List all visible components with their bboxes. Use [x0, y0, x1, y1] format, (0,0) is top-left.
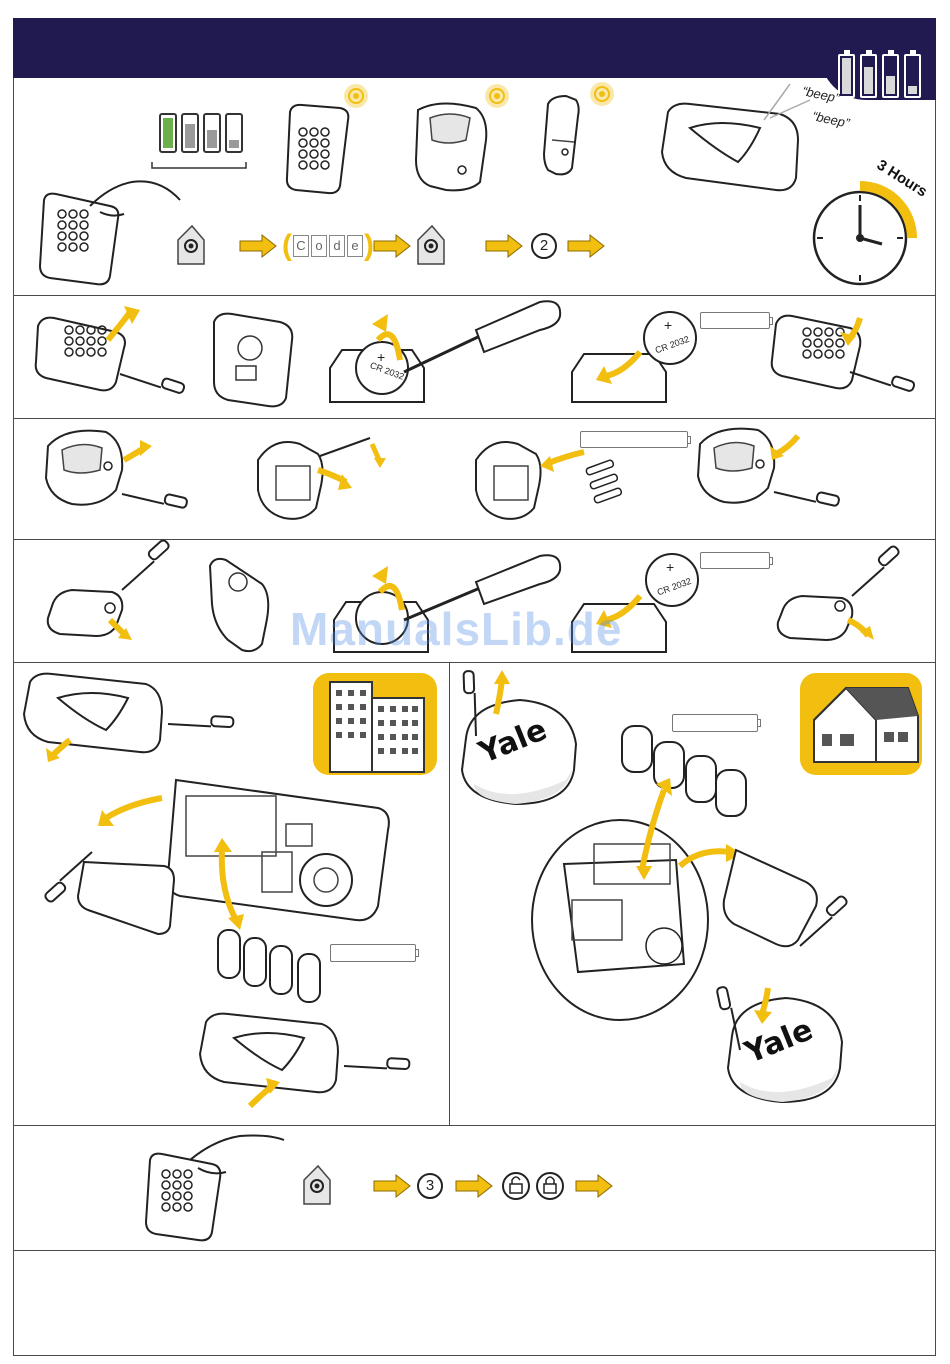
door-contact-icon — [48, 538, 179, 640]
panel-open-icon — [168, 780, 389, 920]
aa-battery-icon — [585, 459, 622, 503]
pir-open-icon — [258, 438, 386, 519]
code-char: d — [329, 235, 345, 257]
screwdriver-icon — [404, 301, 560, 372]
siren-open-icon — [532, 820, 708, 1020]
code-char: o — [311, 235, 327, 257]
step-number: 3 — [417, 1173, 443, 1199]
code-char: C — [293, 235, 309, 257]
bracket-right: ) — [364, 232, 374, 260]
screwdriver-icon — [120, 348, 188, 413]
battery-row-icon — [152, 114, 246, 168]
clock-icon — [814, 186, 912, 284]
keypad-icon — [40, 181, 180, 284]
tag-icon — [178, 226, 204, 264]
screwdriver-icon — [344, 1035, 413, 1091]
code-char: e — [347, 235, 363, 257]
arrow-icon — [374, 235, 410, 257]
keypad-icon — [287, 84, 368, 193]
svg-text:+: + — [377, 349, 385, 365]
alarm-panel-icon — [200, 1014, 413, 1106]
screwdriver-icon — [840, 544, 908, 596]
screwdriver-icon — [168, 693, 237, 749]
step-number: 2 — [531, 233, 557, 259]
arrow-icon — [240, 235, 276, 257]
pir-sensor-icon — [416, 84, 509, 190]
screwdriver-icon — [122, 466, 191, 528]
screwdriver-icon — [110, 538, 178, 590]
unlock-icon — [537, 1173, 563, 1199]
label-slot — [700, 312, 770, 329]
d-cell-icon — [218, 930, 320, 1002]
keypad-icon — [36, 306, 188, 413]
house-icon — [800, 673, 922, 775]
door-contact-icon — [778, 544, 909, 640]
screwdriver-icon — [850, 346, 918, 411]
svg-text:+: + — [664, 317, 672, 333]
door-contact-open-icon — [210, 559, 268, 651]
tag-icon — [418, 226, 444, 264]
label-slot — [700, 552, 770, 569]
arrow-icon — [486, 235, 522, 257]
arrow-icon — [456, 1175, 492, 1197]
keypad-icon — [146, 1136, 284, 1241]
pir-sensor-icon — [46, 431, 191, 529]
arrow-icon — [374, 1175, 410, 1197]
label-slot — [580, 431, 688, 448]
svg-text:+: + — [666, 559, 674, 575]
screwdriver-icon — [774, 464, 843, 526]
coin-cell-icon: + CR 2032 — [572, 312, 696, 402]
siren-cover-icon — [724, 850, 857, 946]
alarm-panel-icon — [24, 674, 237, 762]
d-cell-icon — [622, 726, 746, 816]
alarm-panel-icon — [662, 84, 810, 190]
pir-open-icon — [476, 442, 584, 519]
keypad-icon — [772, 316, 918, 411]
tag-icon — [304, 1166, 330, 1204]
lock-icon — [503, 1173, 529, 1199]
code-entry: ( C o d e ) — [282, 232, 374, 260]
panel-cover-icon — [35, 852, 174, 934]
watermark: ManualsLib.de — [290, 602, 622, 656]
keypad-back-icon — [214, 314, 292, 407]
door-contact-icon — [544, 82, 614, 174]
building-icon — [313, 673, 437, 775]
label-slot — [672, 714, 758, 732]
arrow-icon — [576, 1175, 612, 1197]
coin-cell-holder-icon: CR 2032 + — [330, 301, 560, 402]
pir-sensor-icon — [698, 429, 843, 527]
label-slot — [330, 944, 416, 962]
arrow-icon — [568, 235, 604, 257]
bracket-left: ( — [282, 232, 292, 260]
